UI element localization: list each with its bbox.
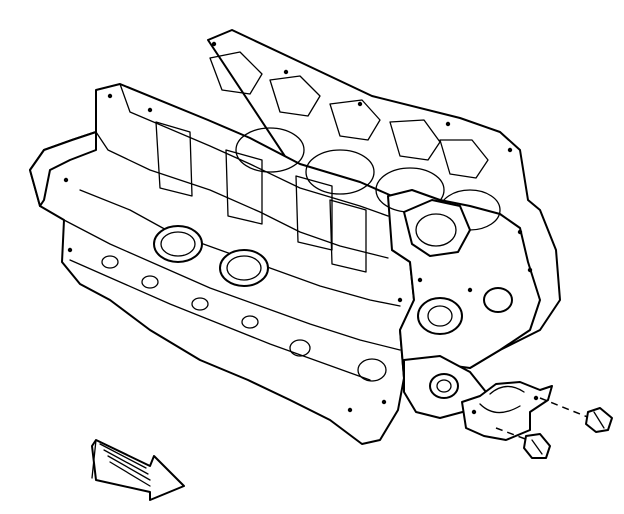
cylinder-bore-right [219,249,269,287]
crankshaft-bearing-cap [461,381,553,441]
arrow-icon [91,439,185,501]
engine-block [29,29,561,445]
cylinder-bore-left [153,225,203,263]
bolt-upper [539,397,613,433]
bolt-lower [495,427,551,459]
